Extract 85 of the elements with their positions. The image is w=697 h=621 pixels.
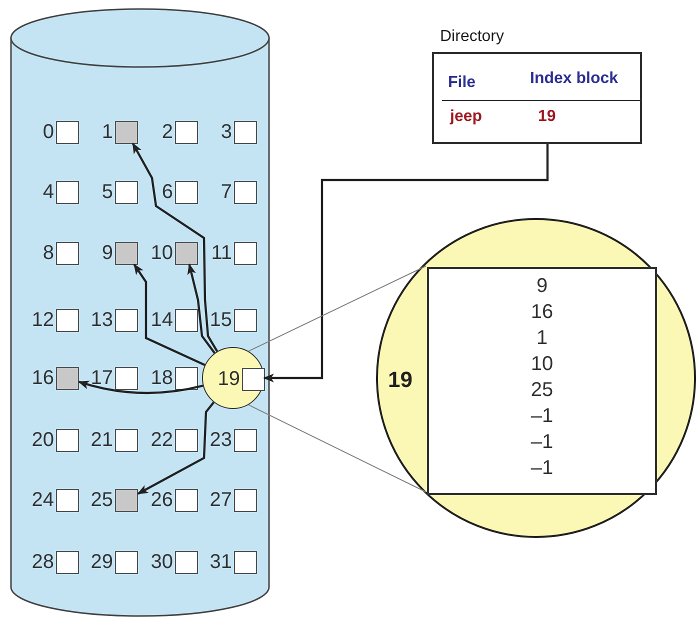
block-number: 1	[100, 120, 113, 144]
block-number: 31	[208, 550, 232, 574]
block-pointer: 9	[535, 274, 549, 299]
block-number: 26	[150, 488, 173, 512]
column-header: Index block	[530, 70, 618, 88]
disk-block	[56, 308, 79, 332]
arrow	[132, 142, 218, 352]
disk-block	[115, 488, 138, 512]
block-number: 20	[30, 428, 54, 452]
disk-block	[115, 242, 138, 264]
block-number: 11	[210, 240, 232, 264]
disk-block	[175, 488, 198, 512]
block-number: 9	[100, 240, 113, 264]
block-number: 24	[30, 488, 54, 512]
table-cell: 19	[538, 108, 556, 126]
disk-block	[175, 180, 198, 204]
disk-block	[115, 428, 138, 452]
block-pointer: –1	[530, 430, 554, 455]
disk-block	[115, 366, 138, 390]
disk-block	[242, 368, 265, 390]
block-number: 4	[42, 180, 54, 204]
table-cell: jeep	[450, 108, 482, 126]
arrow	[78, 380, 204, 394]
disk-block	[56, 488, 79, 512]
disk-block	[175, 428, 198, 452]
block-number: 27	[208, 488, 232, 512]
block-pointer: 10	[530, 352, 554, 377]
disk-block	[115, 550, 138, 574]
block-pointer: 1	[535, 326, 549, 351]
index-block	[427, 267, 657, 495]
block-number: 19	[216, 366, 240, 390]
block-number: 5	[100, 180, 113, 204]
block-number: 8	[42, 240, 54, 264]
disk-block	[56, 366, 79, 390]
disk-block	[234, 242, 257, 264]
block-number: 18	[150, 366, 173, 390]
disk-block	[234, 180, 257, 204]
disk-block	[175, 242, 198, 264]
block-number: 28	[30, 550, 54, 574]
directory-heading: Directory	[440, 28, 504, 46]
arrow	[133, 264, 206, 366]
disk-block	[56, 550, 79, 574]
block-number: 21	[90, 428, 113, 452]
disk-block	[175, 550, 198, 574]
disk-block	[175, 120, 198, 144]
disk-block	[56, 242, 79, 264]
disk-block	[234, 488, 257, 512]
arrow	[187, 263, 216, 354]
block-number: 6	[160, 180, 173, 204]
block-number: 0	[42, 120, 54, 144]
disk-block	[175, 308, 198, 332]
block-number: 22	[150, 428, 173, 452]
block-number: 2	[160, 120, 173, 144]
block-pointer: 25	[530, 378, 554, 403]
arrow	[262, 144, 549, 382]
disk-block	[115, 308, 138, 332]
block-pointer: –1	[530, 404, 554, 429]
block-number: 19	[388, 367, 412, 393]
block-number: 17	[90, 366, 113, 390]
disk-block	[115, 180, 138, 204]
block-number: 10	[150, 240, 173, 264]
column-header: File	[448, 74, 476, 92]
block-number: 13	[90, 308, 113, 332]
block-number: 3	[220, 120, 232, 144]
block-number: 14	[150, 308, 173, 332]
block-number: 7	[220, 180, 232, 204]
arrow	[137, 402, 215, 495]
block-number: 12	[30, 308, 54, 332]
block-number: 25	[90, 488, 113, 512]
disk-block	[234, 428, 257, 452]
disk-block	[56, 428, 79, 452]
block-number: 16	[30, 366, 54, 390]
disk-block	[234, 120, 257, 144]
disk-block	[175, 366, 198, 390]
block-number: 29	[90, 550, 113, 574]
block-number: 23	[208, 428, 232, 452]
disk-block	[234, 308, 257, 332]
disk-block	[234, 550, 257, 574]
block-pointer: 16	[530, 300, 554, 325]
disk-block	[56, 180, 79, 204]
disk-block	[115, 120, 138, 144]
block-number: 15	[208, 308, 232, 332]
disk-block	[56, 120, 79, 144]
block-number: 30	[150, 550, 173, 574]
block-pointer: –1	[530, 456, 554, 481]
